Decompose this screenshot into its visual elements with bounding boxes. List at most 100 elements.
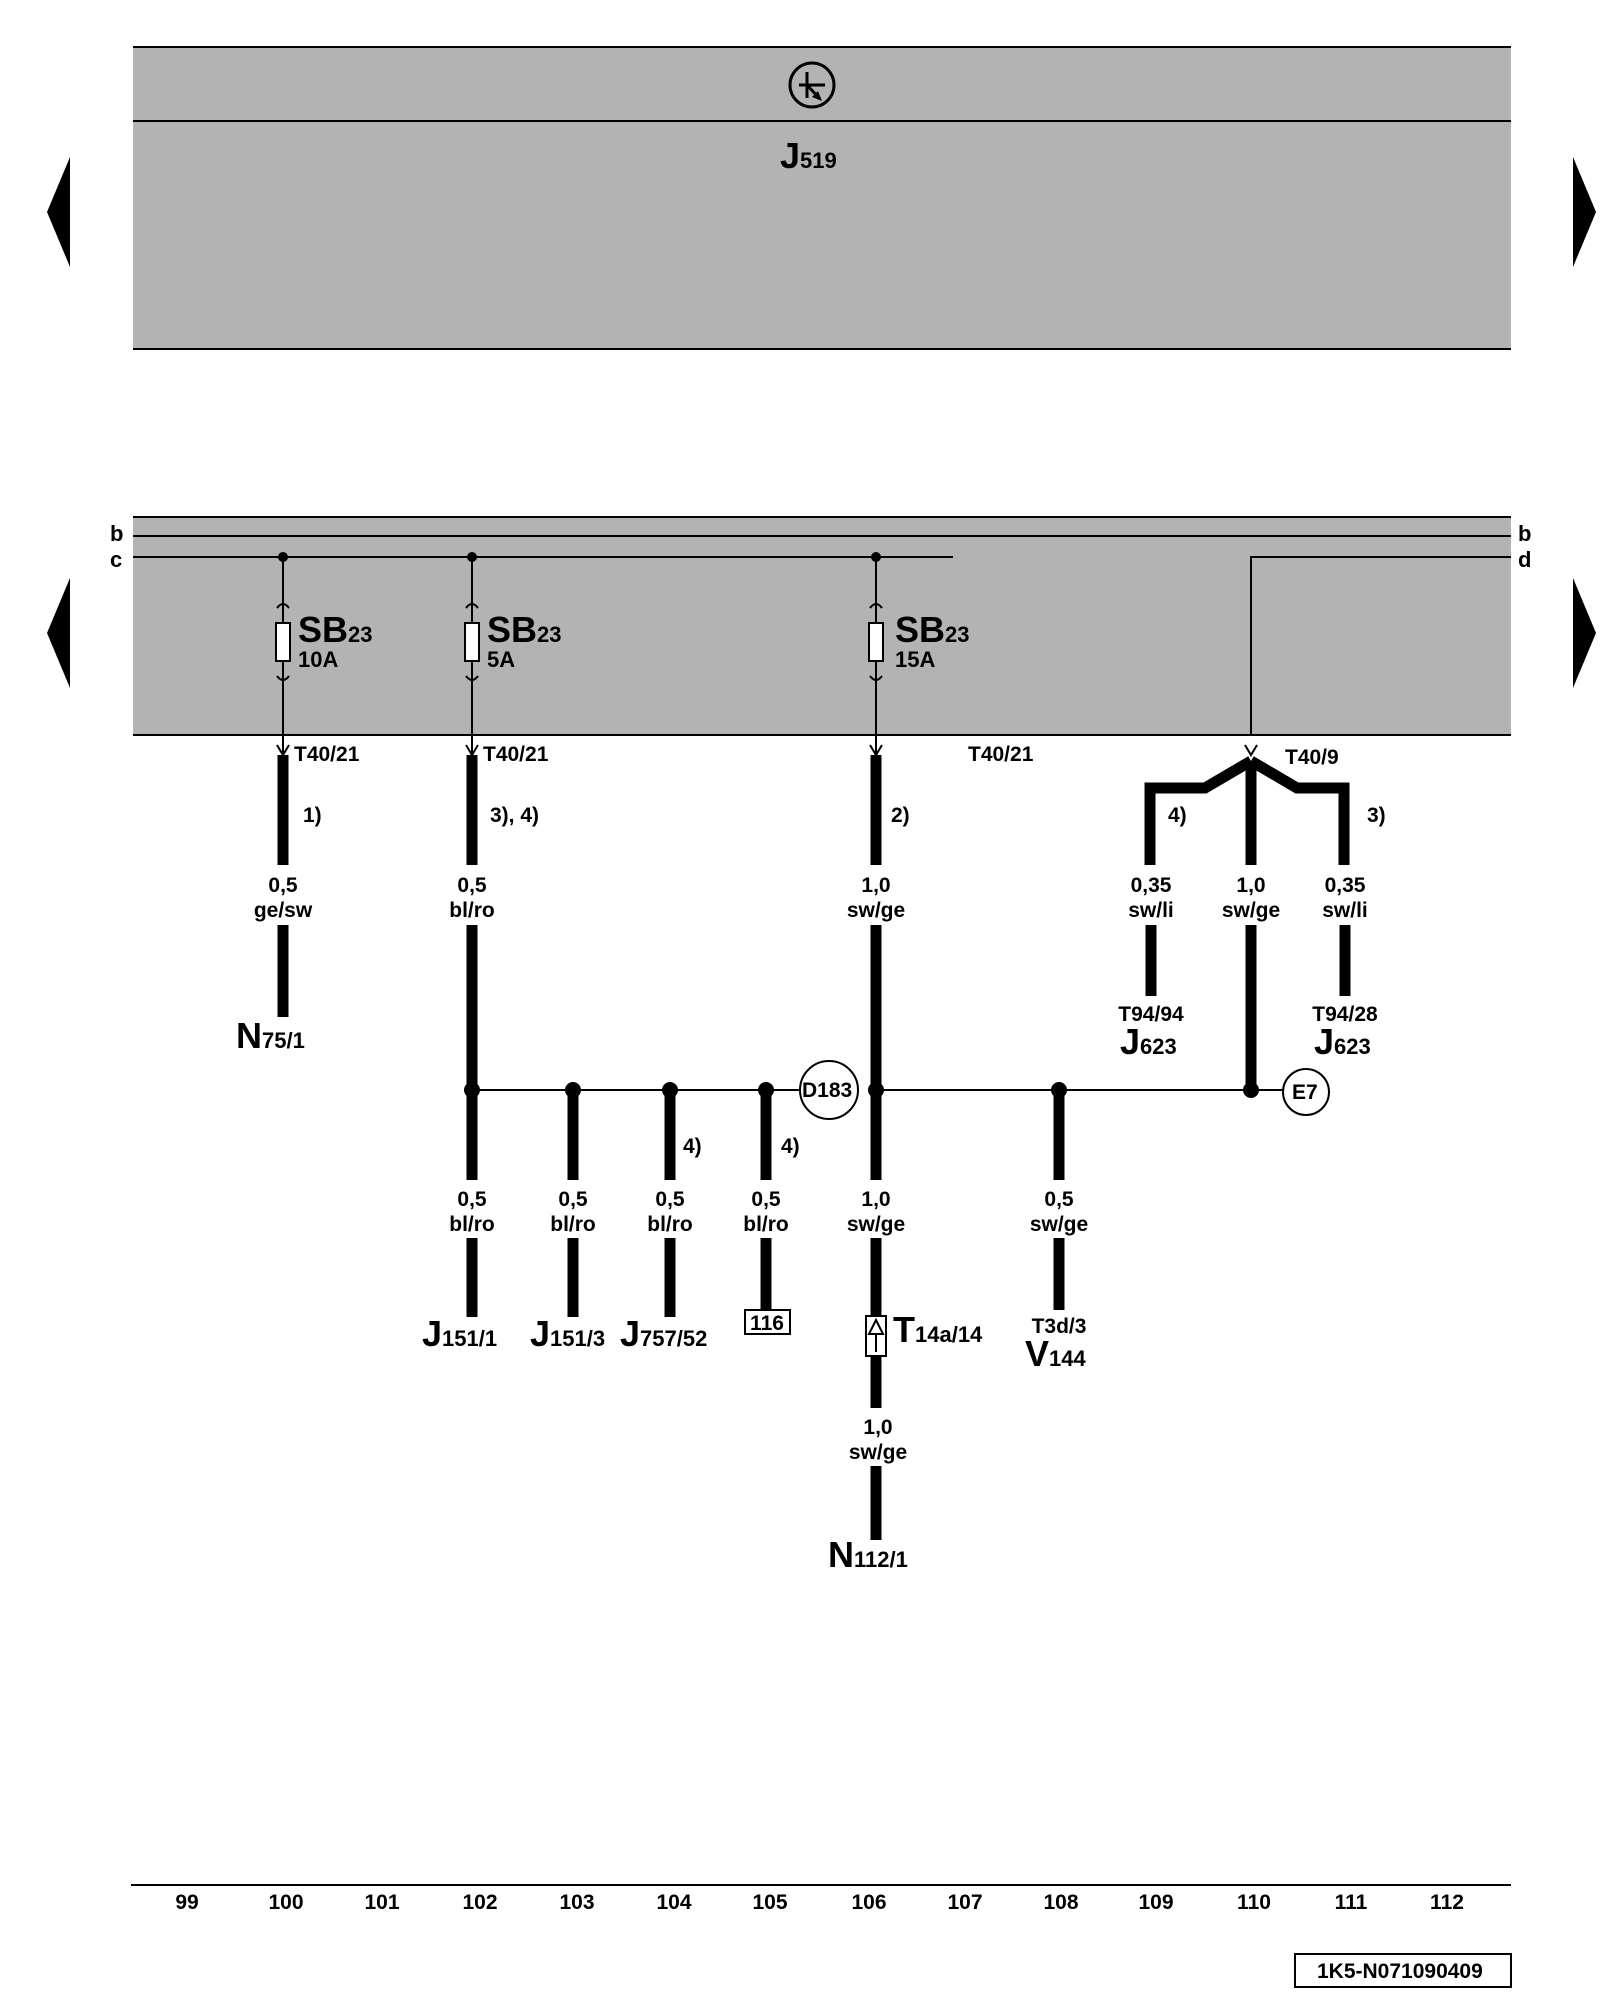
bus-label-b: b <box>110 521 123 546</box>
svg-text:0,5: 0,5 <box>457 874 487 897</box>
svg-text:sw/ge: sw/ge <box>849 1441 907 1464</box>
note-5: 3) <box>1367 804 1386 827</box>
fuse-sb23-10a: SB23 10A <box>275 552 373 755</box>
svg-text:111: 111 <box>1335 1891 1368 1914</box>
svg-text:0,35: 0,35 <box>1131 874 1172 897</box>
svg-text:bl/ro: bl/ro <box>550 1213 596 1236</box>
fuse-icon <box>464 622 480 662</box>
svg-text:100: 100 <box>268 1891 303 1914</box>
connector-pins <box>276 744 1258 757</box>
connector-c2: T40/21 <box>483 743 549 766</box>
component-j623-b: J623 <box>1314 1021 1371 1062</box>
fuse-panel: b c b d <box>110 516 1531 736</box>
svg-text:0,5: 0,5 <box>457 1188 487 1211</box>
note-4: 4) <box>1168 804 1187 827</box>
connector-t94-94: T94/94 <box>1118 1003 1184 1026</box>
note-6: 4) <box>683 1135 702 1158</box>
document-id: 1K5-N071090409 <box>1294 1953 1512 1988</box>
svg-text:D183: D183 <box>802 1079 852 1102</box>
svg-text:sw/ge: sw/ge <box>1222 899 1280 922</box>
bus-label-c: c <box>110 547 122 572</box>
svg-text:SB23: SB23 <box>298 609 373 650</box>
component-j151-1: J151/1 <box>422 1313 497 1354</box>
component-j623-a: J623 <box>1120 1021 1177 1062</box>
svg-text:ge/sw: ge/sw <box>254 899 313 922</box>
svg-text:sw/ge: sw/ge <box>1030 1213 1088 1236</box>
connector-t14a-14: T14a/14 <box>865 1309 983 1357</box>
prev-page-arrow-icon[interactable] <box>47 157 70 267</box>
component-j151-3: J151/3 <box>530 1313 605 1354</box>
svg-text:1,0: 1,0 <box>1236 874 1265 897</box>
next-section-arrow-icon[interactable] <box>1573 578 1596 688</box>
svg-text:1K5-N071090409: 1K5-N071090409 <box>1317 1960 1483 1983</box>
note-2: 3), 4) <box>490 804 539 827</box>
wire-paths <box>277 755 1351 1540</box>
bus-line-d <box>1250 556 1511 735</box>
note-7: 4) <box>781 1135 800 1158</box>
svg-text:105: 105 <box>752 1891 787 1914</box>
svg-text:10A: 10A <box>298 647 338 672</box>
svg-text:0,5: 0,5 <box>1044 1188 1074 1211</box>
svg-text:0,5: 0,5 <box>558 1188 588 1211</box>
svg-text:bl/ro: bl/ro <box>743 1213 789 1236</box>
bus-label-b-right: b <box>1518 521 1531 546</box>
svg-text:99: 99 <box>175 1891 198 1914</box>
reference-box-116: 116 <box>744 1309 791 1335</box>
next-page-arrow-icon[interactable] <box>1573 157 1596 267</box>
svg-text:sw/li: sw/li <box>1128 899 1174 922</box>
svg-text:101: 101 <box>364 1891 399 1914</box>
svg-text:108: 108 <box>1043 1891 1078 1914</box>
svg-text:bl/ro: bl/ro <box>449 899 495 922</box>
bus-label-d: d <box>1518 547 1531 572</box>
connector-t3d-3: T3d/3 <box>1032 1315 1087 1338</box>
svg-text:1,0: 1,0 <box>861 1188 890 1211</box>
connector-c4: T40/9 <box>1285 746 1339 769</box>
svg-text:1,0: 1,0 <box>861 874 890 897</box>
svg-text:sw/ge: sw/ge <box>847 1213 905 1236</box>
svg-text:110: 110 <box>1237 1891 1271 1914</box>
wire-labels: 0,5 ge/sw 0,5 bl/ro 1,0 sw/ge 0,35 sw/li… <box>254 874 1368 1464</box>
connector-t94-28: T94/28 <box>1312 1003 1378 1026</box>
svg-text:sw/li: sw/li <box>1322 899 1368 922</box>
svg-text:5A: 5A <box>487 647 515 672</box>
svg-text:T14a/14: T14a/14 <box>893 1309 983 1350</box>
component-v144: V144 <box>1025 1333 1086 1374</box>
ruler-labels: 99 100 101 102 103 104 105 106 107 108 1… <box>175 1891 1464 1914</box>
svg-text:bl/ro: bl/ro <box>647 1213 693 1236</box>
svg-text:0,35: 0,35 <box>1325 874 1366 897</box>
fuse-sb23-15a: SB23 15A <box>868 552 970 755</box>
control-unit-panel: J519 <box>133 46 1511 350</box>
svg-text:103: 103 <box>559 1891 594 1914</box>
svg-text:0,5: 0,5 <box>655 1188 685 1211</box>
svg-text:104: 104 <box>656 1891 691 1914</box>
svg-text:SB23: SB23 <box>895 609 970 650</box>
control-unit-symbol-icon <box>788 61 836 109</box>
fuse-icon <box>868 622 884 662</box>
component-j757-52: J757/52 <box>620 1313 707 1354</box>
control-unit-label: J519 <box>780 135 837 176</box>
note-3: 2) <box>891 804 910 827</box>
junction-d183: D183 <box>799 1060 859 1120</box>
connector-c3: T40/21 <box>968 743 1034 766</box>
fuse-sb23-5a: SB23 5A <box>464 552 562 755</box>
svg-text:bl/ro: bl/ro <box>449 1213 495 1236</box>
svg-text:sw/ge: sw/ge <box>847 899 905 922</box>
svg-text:SB23: SB23 <box>487 609 562 650</box>
note-1: 1) <box>303 804 322 827</box>
prev-section-arrow-icon[interactable] <box>47 578 70 688</box>
svg-text:0,5: 0,5 <box>751 1188 781 1211</box>
svg-text:112: 112 <box>1430 1891 1464 1914</box>
fuse-icon <box>275 622 291 662</box>
svg-text:1,0: 1,0 <box>863 1416 892 1439</box>
svg-text:107: 107 <box>947 1891 982 1914</box>
svg-text:116: 116 <box>750 1312 784 1335</box>
svg-text:15A: 15A <box>895 647 935 672</box>
svg-text:0,5: 0,5 <box>268 874 298 897</box>
svg-text:109: 109 <box>1138 1891 1173 1914</box>
component-n112-1: N112/1 <box>828 1534 908 1575</box>
connector-c1: T40/21 <box>294 743 360 766</box>
svg-text:106: 106 <box>851 1891 886 1914</box>
junction-line <box>464 1082 1285 1098</box>
component-n75-1: N75/1 <box>236 1015 305 1056</box>
